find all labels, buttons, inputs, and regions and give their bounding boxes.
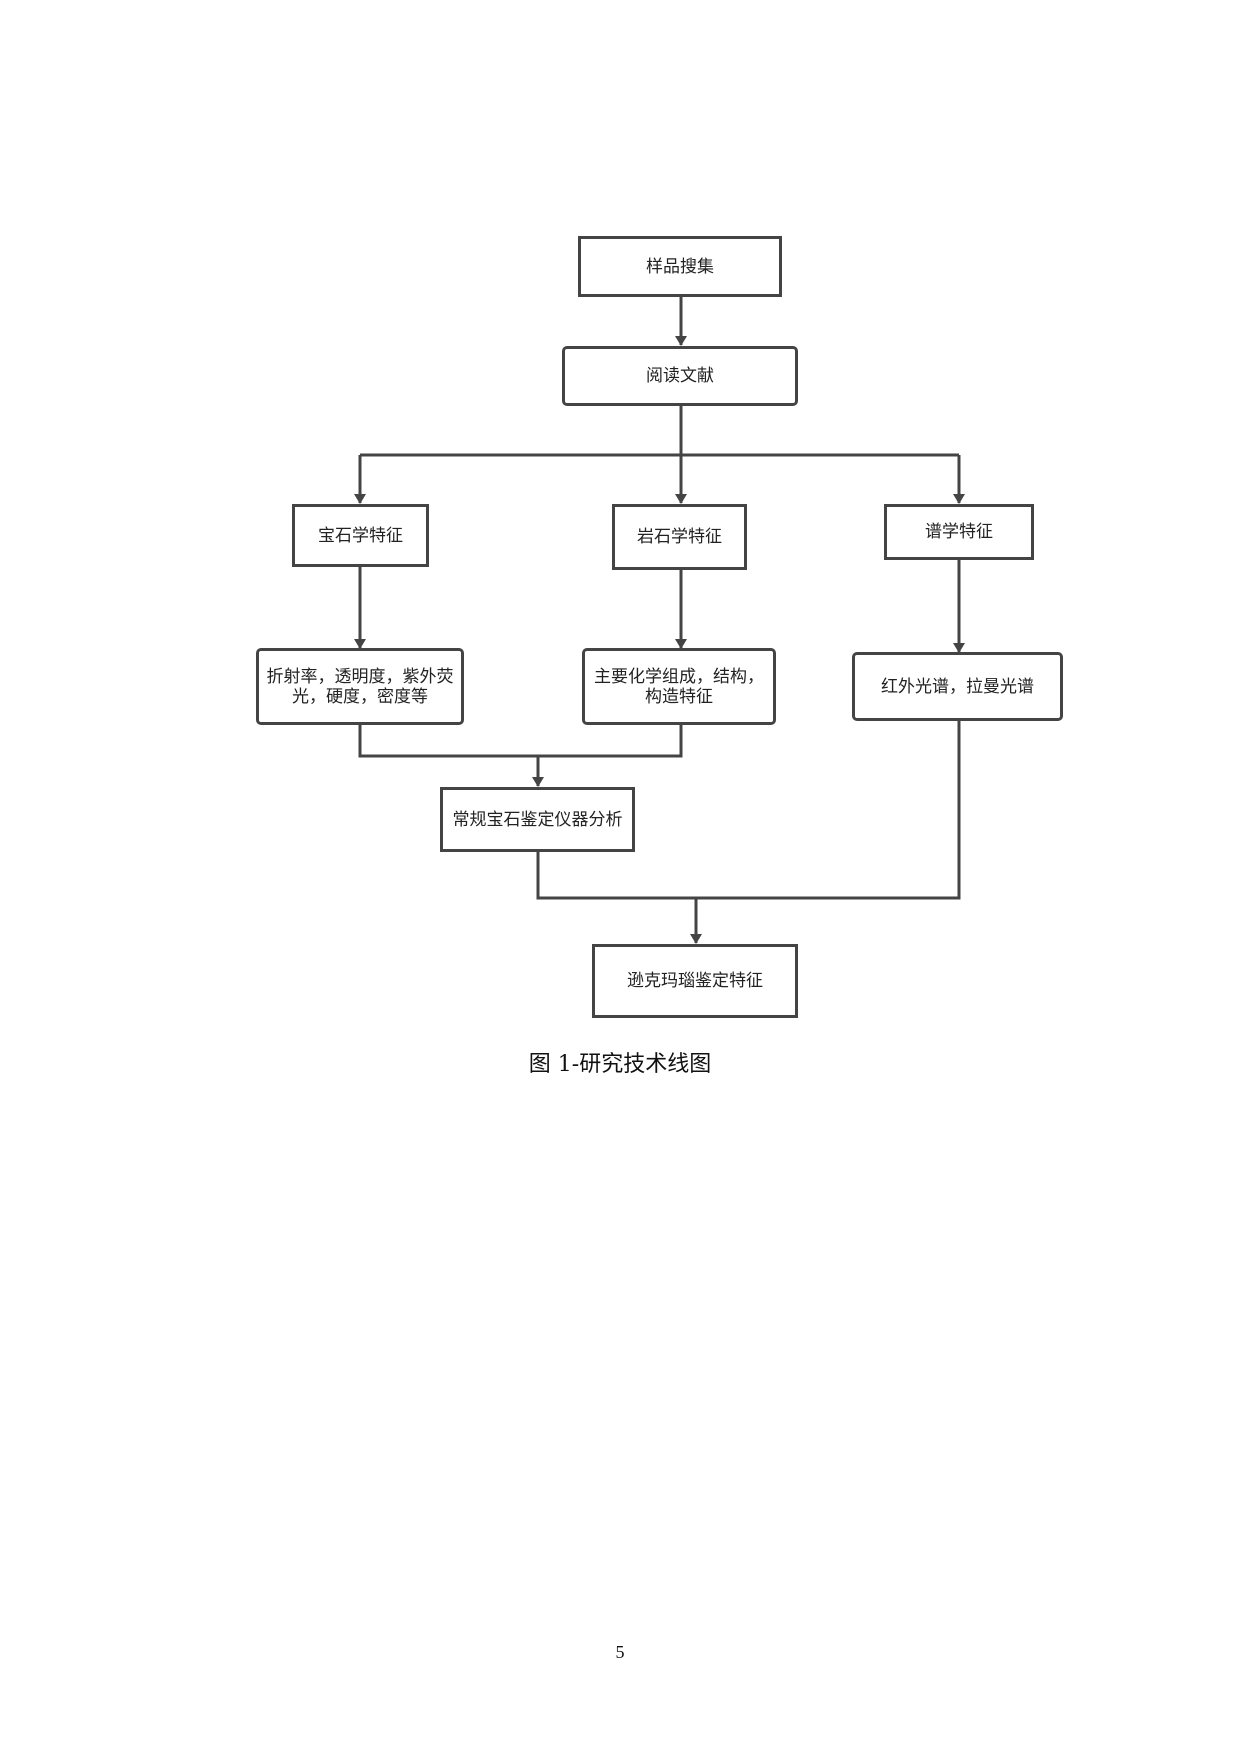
- node-sample-collection: 样品搜集: [578, 236, 782, 297]
- edge-merge-to-conventional: [358, 725, 683, 786]
- node-gem-properties: 折射率，透明度，紫外荧 光，硬度，密度等: [256, 648, 464, 725]
- node-spectra: 红外光谱，拉曼光谱: [852, 652, 1063, 721]
- page-number: 5: [615, 1642, 625, 1662]
- node-spectral-features: 谱学特征: [884, 504, 1034, 560]
- node-literature-reading: 阅读文献: [562, 346, 798, 406]
- node-conventional-analysis: 常规宝石鉴定仪器分析: [440, 787, 635, 852]
- node-spectral-features-label: 谱学特征: [925, 522, 993, 542]
- node-gemological-features-label: 宝石学特征: [318, 525, 403, 546]
- node-conventional-analysis-label: 常规宝石鉴定仪器分析: [452, 809, 623, 830]
- node-petrological-features: 岩石学特征: [612, 504, 747, 570]
- node-gemological-features: 宝石学特征: [292, 504, 429, 567]
- node-petrological-features-label: 岩石学特征: [637, 527, 722, 547]
- node-sample-collection-label: 样品搜集: [646, 256, 714, 277]
- node-spectra-label: 红外光谱，拉曼光谱: [881, 676, 1034, 697]
- node-literature-reading-label: 阅读文献: [646, 366, 714, 386]
- node-gem-properties-label: 折射率，透明度，紫外荧 光，硬度，密度等: [266, 666, 454, 707]
- node-chemical-structure-label: 主要化学组成，结构， 构造特征: [594, 666, 764, 707]
- node-identification-features-label: 逊克玛瑙鉴定特征: [627, 971, 763, 991]
- node-identification-features: 逊克玛瑙鉴定特征: [592, 944, 798, 1018]
- node-chemical-structure: 主要化学组成，结构， 构造特征: [582, 648, 776, 725]
- figure-caption: 图 1-研究技术线图: [528, 1052, 712, 1077]
- edge-merge-to-identification: [536, 721, 961, 943]
